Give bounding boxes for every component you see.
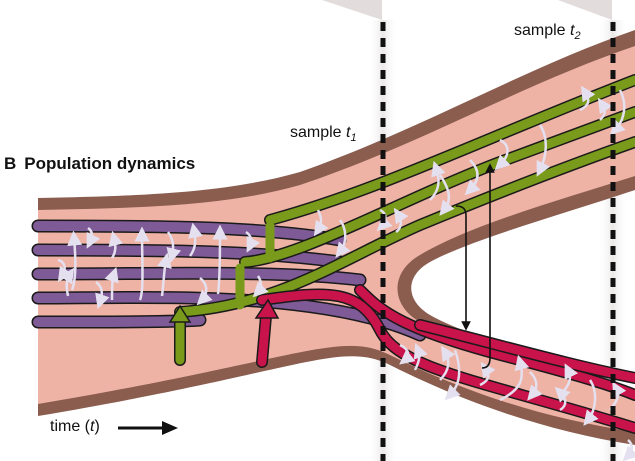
panel-letter: B — [4, 154, 17, 173]
long-range-migrations — [455, 163, 495, 369]
sample-1-shade — [322, 0, 382, 20]
panel-title-text: Population dynamics — [24, 154, 196, 173]
time-arrow — [118, 421, 178, 435]
time-axis-label: time (t) — [50, 418, 100, 435]
panel-title: B Population dynamics — [4, 154, 195, 174]
green-lineages — [168, 74, 635, 366]
sample-2-label: sample t2 — [514, 22, 581, 43]
sample-2-shade — [558, 0, 612, 20]
sample-1-label: sample t1 — [290, 124, 357, 145]
migration-arrows — [57, 85, 635, 461]
